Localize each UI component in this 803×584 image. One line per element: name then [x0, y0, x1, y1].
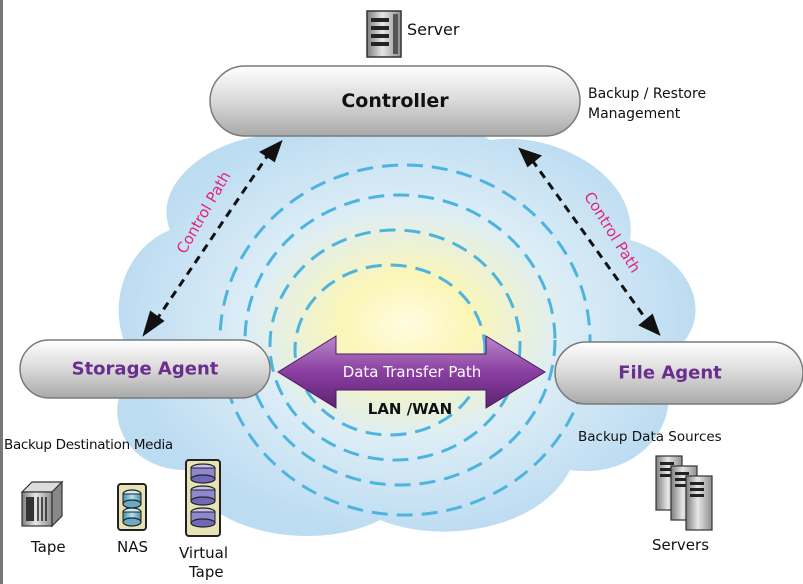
data-sources-title: Backup Data Sources: [578, 429, 722, 445]
servers-icon: [655, 455, 713, 531]
storage-agent-label: Storage Agent: [71, 358, 219, 380]
servers-label: Servers: [652, 536, 710, 554]
data-transfer-label: Data Transfer Path: [342, 363, 482, 381]
virtual-tape-icon: [185, 459, 221, 537]
nas-icon: [117, 483, 147, 531]
controller-label: Controller: [341, 90, 449, 112]
network-cloud: [117, 111, 696, 536]
tape-drive-icon: [20, 480, 64, 528]
controller-note-line2: Management: [588, 106, 681, 122]
server-icon: [366, 10, 402, 58]
lan-wan-label: LAN /WAN: [367, 400, 453, 418]
virtual-tape-label-line1: Virtual: [179, 544, 229, 562]
server-label: Server: [407, 20, 460, 39]
destination-media-title: Backup Destination Media: [4, 437, 173, 453]
file-agent-label: File Agent: [618, 362, 722, 384]
controller-note-line1: Backup / Restore: [588, 86, 707, 102]
data-transfer-arrow: [277, 335, 546, 409]
tape-label: Tape: [31, 538, 66, 556]
virtual-tape-label-line2: Tape: [189, 563, 224, 581]
storage-agent-node: [19, 339, 271, 399]
file-agent-node: [554, 341, 803, 405]
control-path-right: [518, 147, 661, 336]
control-path-left: [142, 139, 283, 337]
controller-node: [209, 65, 581, 137]
nas-label: NAS: [117, 538, 149, 556]
frame-edge: [0, 0, 3, 584]
